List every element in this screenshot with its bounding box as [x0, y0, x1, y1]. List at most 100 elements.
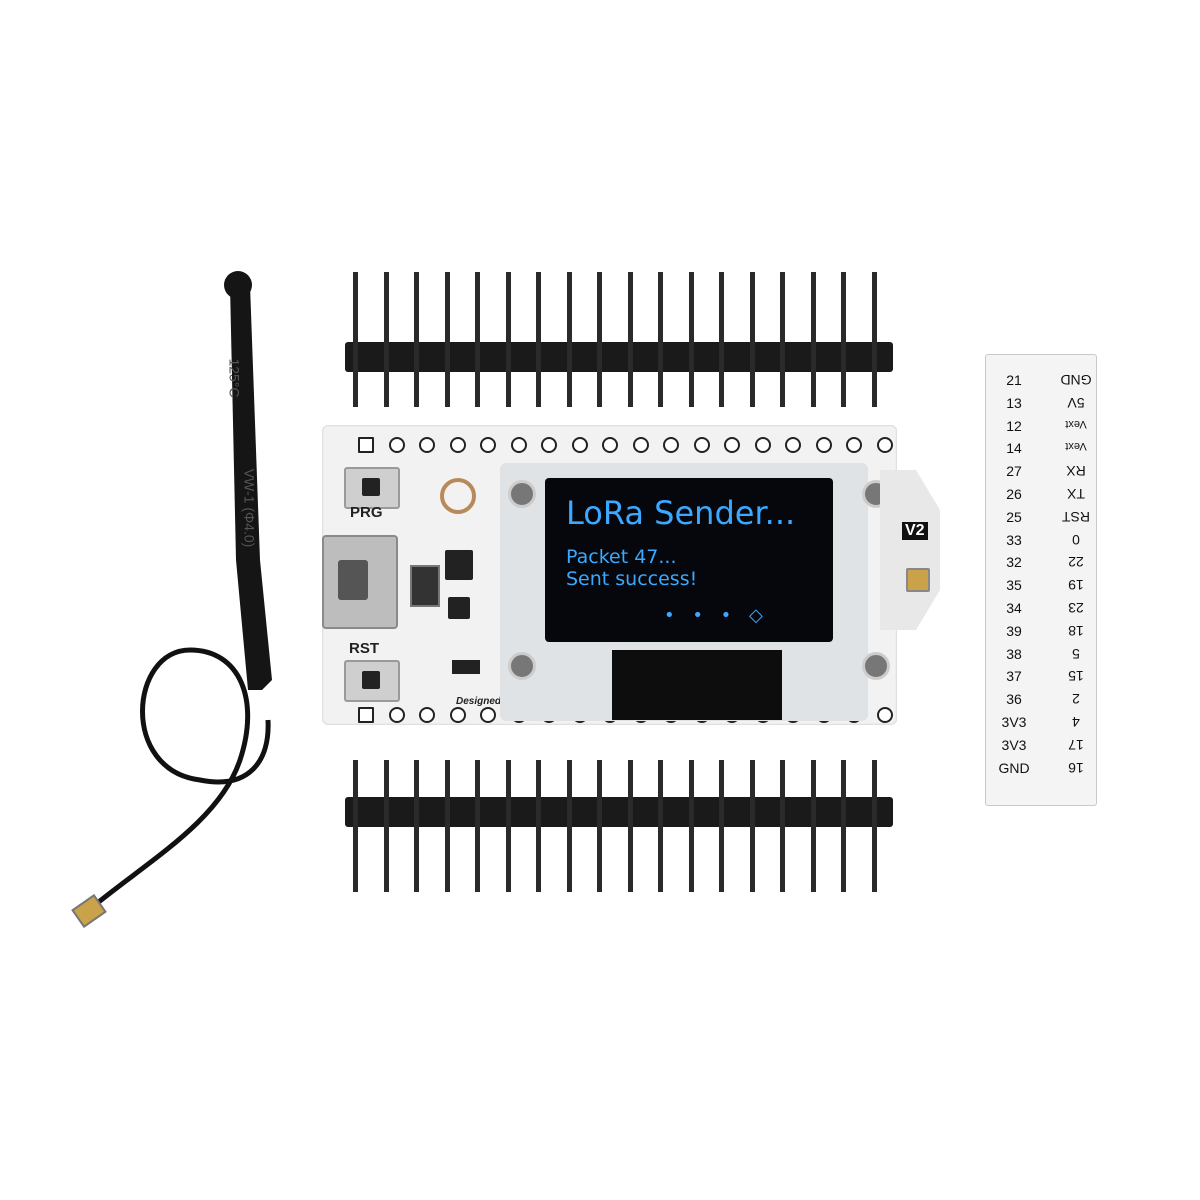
pin-label: 34	[1006, 600, 1022, 616]
switch-component	[452, 660, 480, 674]
pin-hole	[510, 437, 527, 453]
ipex-connector	[906, 568, 930, 592]
pin-hole	[815, 437, 832, 453]
header-pin	[536, 272, 541, 407]
header-pin	[566, 760, 572, 892]
pin-label: 27	[1006, 463, 1022, 480]
pin-label: 23	[1068, 600, 1084, 616]
mount-hole	[862, 652, 890, 680]
chip-component	[445, 550, 473, 580]
rst-button	[344, 660, 400, 702]
pin-hole	[876, 437, 893, 453]
pin-hole	[449, 707, 466, 723]
header-pin	[627, 760, 633, 892]
pin-label-card	[985, 354, 1097, 806]
header-pin	[780, 272, 785, 407]
copper-coil	[440, 478, 476, 514]
pin-label: 38	[1006, 645, 1022, 662]
oled-title: LoRa Sender...	[566, 494, 796, 532]
pin-label: 33	[1006, 531, 1022, 548]
mount-hole	[508, 652, 536, 680]
oled-flex-cable	[612, 650, 782, 720]
pin-label: 36	[1006, 691, 1022, 708]
pin-label: Vext	[1065, 417, 1087, 430]
header-pin	[566, 272, 572, 407]
pin-hole	[358, 437, 374, 453]
pin-label: TX	[1067, 486, 1085, 502]
pin-label: RST	[1062, 508, 1090, 525]
chip-component	[448, 597, 470, 619]
mount-hole	[508, 480, 536, 508]
chip-component	[410, 565, 440, 607]
pin-hole	[419, 437, 435, 453]
pin-hole	[632, 437, 649, 453]
prg-button	[344, 467, 400, 509]
header-pin	[597, 272, 602, 407]
pin-label: Vext	[1065, 440, 1087, 453]
oled-line-2: Sent success!	[566, 568, 698, 590]
header-pin	[841, 272, 846, 407]
header-pin	[353, 760, 358, 892]
pin-hole	[388, 707, 405, 723]
pin-label: 2	[1072, 691, 1080, 708]
pin-label: 26	[1006, 486, 1022, 502]
pin-hole	[541, 437, 557, 453]
bottom-pin-header	[345, 797, 893, 827]
pin-hole	[419, 707, 435, 723]
top-pin-header	[345, 342, 893, 372]
pin-label: 21	[1006, 372, 1022, 388]
pin-label: 35	[1006, 577, 1022, 594]
header-pin	[810, 760, 816, 892]
header-pin	[597, 760, 602, 892]
header-pin	[627, 272, 633, 407]
header-pin	[780, 760, 785, 892]
version-tab	[880, 470, 940, 630]
header-pin	[658, 272, 663, 407]
pin-label: 37	[1006, 668, 1022, 685]
header-pin	[414, 760, 419, 892]
rst-label: RST	[349, 640, 379, 657]
pin-hole	[876, 707, 893, 723]
pin-label: 39	[1006, 622, 1022, 639]
pin-label: 25	[1006, 508, 1022, 525]
header-pin	[658, 760, 663, 892]
antenna-tip	[224, 271, 252, 299]
oled-line-1: Packet 47...	[566, 546, 677, 568]
header-pin	[688, 760, 694, 892]
pin-label: GND	[998, 759, 1030, 776]
pin-hole	[693, 437, 710, 453]
pin-hole	[724, 437, 740, 453]
pin-hole	[602, 437, 618, 453]
header-pin	[871, 272, 877, 407]
version-label: V2	[902, 522, 928, 540]
pin-hole	[571, 437, 588, 453]
pin-label: GND	[1060, 372, 1092, 388]
header-pin	[841, 760, 846, 892]
header-pin	[505, 760, 511, 892]
antenna-marking-2: VW-1 (Φ4.0)	[241, 468, 258, 548]
header-pin	[749, 760, 755, 892]
header-pin	[444, 272, 450, 407]
pin-label: 3V3	[1001, 736, 1027, 753]
header-pin	[871, 760, 877, 892]
usb-opening	[338, 560, 368, 600]
prg-label: PRG	[350, 504, 383, 521]
pin-label: 5	[1072, 645, 1080, 662]
pin-hole	[785, 437, 801, 453]
pin-label: 16	[1068, 759, 1084, 776]
header-pin	[383, 760, 389, 892]
pin-hole	[358, 707, 374, 723]
pin-hole	[846, 437, 862, 453]
oled-indicator: • • • ◇	[664, 605, 769, 626]
pin-label: 19	[1068, 577, 1084, 594]
pin-label: 17	[1068, 736, 1084, 753]
pin-hole	[480, 437, 496, 453]
pin-label: 22	[1068, 554, 1084, 571]
pin-label: 14	[1006, 440, 1022, 457]
pin-label: 13	[1006, 394, 1022, 411]
pin-hole	[663, 437, 679, 453]
header-pin	[475, 272, 480, 407]
header-pin	[749, 272, 755, 407]
pin-label: 18	[1068, 622, 1084, 639]
